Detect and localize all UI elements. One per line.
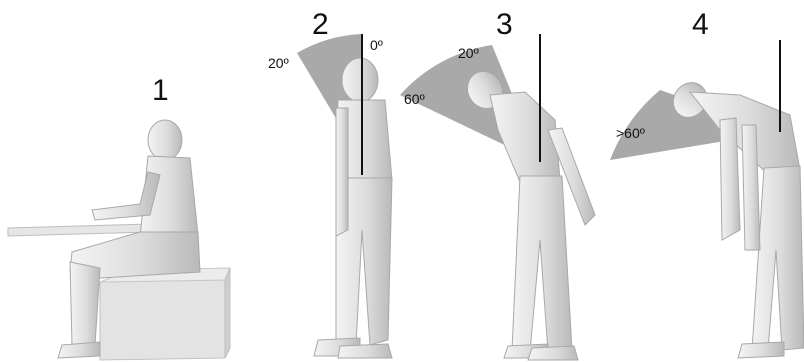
angle-label-20: 20º <box>268 55 289 71</box>
posture-number-2: 2 <box>312 8 329 41</box>
posture-4: 4 >60º <box>610 8 804 358</box>
posture-number-3: 3 <box>496 8 513 41</box>
seat-box <box>100 268 230 360</box>
standing-figure <box>314 58 392 358</box>
posture-2: 2 0º 20º <box>268 8 392 358</box>
table <box>8 224 150 236</box>
angle-label-over-60: >60º <box>616 125 645 141</box>
posture-number-4: 4 <box>692 8 709 41</box>
angle-label-0: 0º <box>370 37 383 53</box>
posture-1: 1 <box>8 74 230 360</box>
posture-number-1: 1 <box>152 74 169 107</box>
posture-3: 3 20º 60º <box>400 8 595 360</box>
angle-label-60: 60º <box>404 91 425 107</box>
angle-label-20: 20º <box>458 45 479 61</box>
